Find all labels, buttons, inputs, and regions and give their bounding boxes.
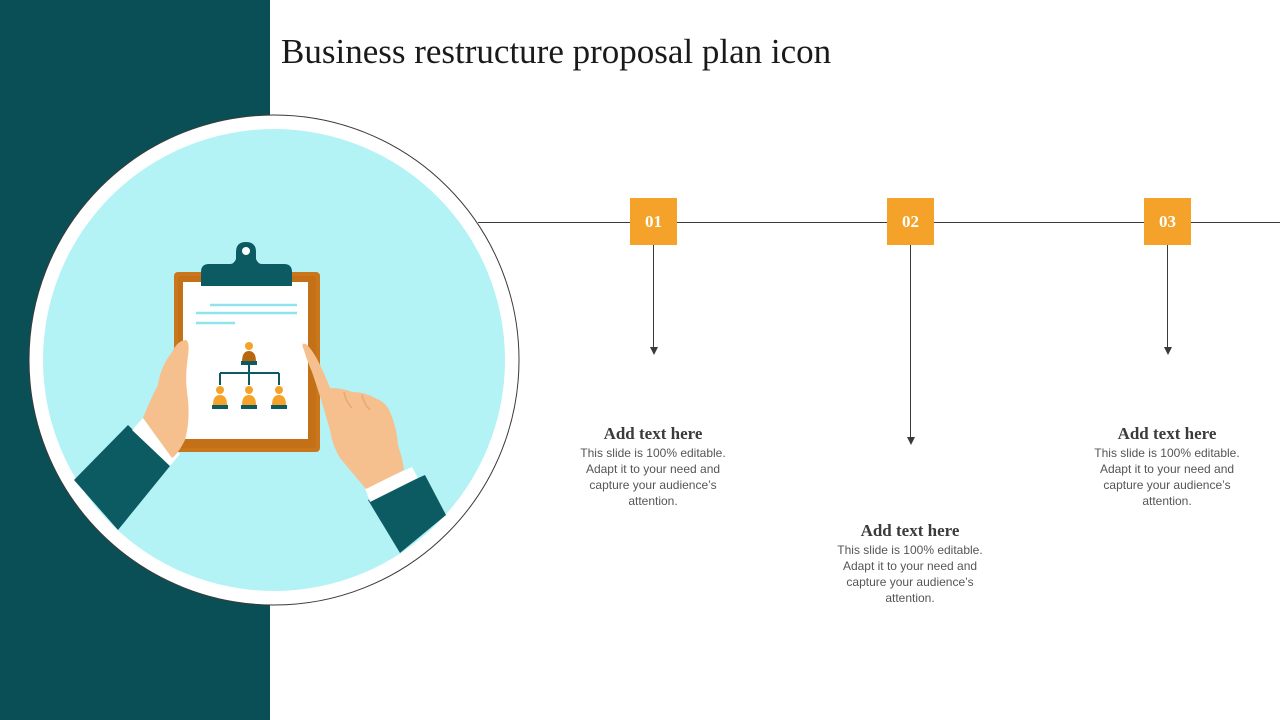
clipboard-clip [201,242,292,286]
step-description: This slide is 100% editable. Adapt it to… [1094,446,1240,508]
step-description: This slide is 100% editable. Adapt it to… [837,543,983,605]
step-description: This slide is 100% editable. Adapt it to… [580,446,726,508]
step-number-badge-03: 03 [1144,198,1191,245]
step-heading: Add text here [1117,424,1217,443]
step-number-badge-01: 01 [630,198,677,245]
step-heading: Add text here [603,424,703,443]
arrow-down-icon [907,437,915,445]
step-connector-02 [910,245,911,437]
step-text-block-03: Add text here This slide is 100% editabl… [1087,424,1247,509]
step-connector-03 [1167,245,1168,347]
step-text-block-01: Add text here This slide is 100% editabl… [573,424,733,509]
left-hand [74,340,189,530]
slide-title: Business restructure proposal plan icon [281,32,832,71]
step-connector-01 [653,245,654,347]
step-text-block-02: Add text here This slide is 100% editabl… [830,521,990,606]
arrow-down-icon [1164,347,1172,355]
step-number-badge-02: 02 [887,198,934,245]
right-hand [302,343,446,553]
step-heading: Add text here [860,521,960,540]
arrow-down-icon [650,347,658,355]
org-chart-icon [212,342,287,409]
timeline-line [478,222,1280,223]
